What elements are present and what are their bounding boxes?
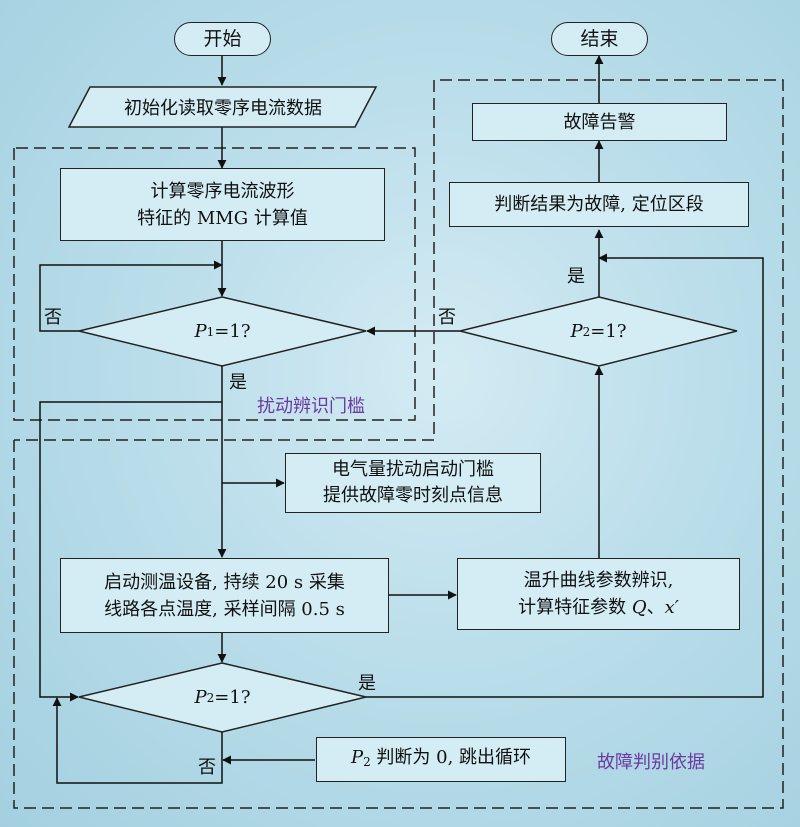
p2-top-yes-label: 是 — [567, 266, 585, 287]
fault-alarm-box: 故障告警 — [472, 103, 727, 141]
curve-identify-box: 温升曲线参数辨识, 计算特征参数 Q、x′ — [457, 558, 740, 630]
p2-bottom-no-label: 否 — [198, 757, 216, 778]
start-label: 开始 — [203, 27, 242, 50]
temp-measure-line2: 线路各点温度, 采样间隔 0.5 s — [104, 598, 345, 620]
disturbance-group-label: 扰动辨识门槛 — [257, 396, 365, 417]
p1-yes-label: 是 — [229, 372, 247, 393]
compute-mmg-line1: 计算零序电流波形 — [150, 180, 295, 202]
judge-fault-label: 判断结果为故障, 定位区段 — [494, 194, 704, 215]
p2-bottom-yes-label: 是 — [358, 673, 376, 694]
temp-measure-box: 启动测温设备, 持续 20 s 采集 线路各点温度, 采样间隔 0.5 s — [60, 558, 389, 633]
trigger-line1: 电气量扰动启动门槛 — [332, 459, 494, 480]
trigger-box: 电气量扰动启动门槛 提供故障零时刻点信息 — [285, 453, 541, 513]
read-data-parallelogram — [68, 86, 378, 128]
trigger-line2: 提供故障零时刻点信息 — [323, 485, 503, 506]
decision-p2-top-diamond — [459, 296, 738, 367]
fault-alarm-label: 故障告警 — [563, 111, 636, 133]
judge-fault-box: 判断结果为故障, 定位区段 — [449, 182, 749, 227]
read-data-label: 初始化读取零序电流数据 — [124, 98, 322, 119]
end-terminal: 结束 — [551, 22, 648, 56]
compute-mmg-line2: 特征的 MMG 计算值 — [137, 207, 308, 229]
p1-no-label: 否 — [44, 307, 62, 328]
curve-identify-line1: 温升曲线参数辨识, — [523, 570, 674, 591]
start-terminal: 开始 — [174, 22, 271, 56]
fault-group-border — [13, 79, 784, 809]
end-label: 结束 — [580, 27, 619, 50]
fault-group-label: 故障判别依据 — [597, 752, 705, 773]
disturbance-group-border — [13, 147, 416, 421]
p2-top-no-label: 否 — [438, 307, 456, 328]
temp-measure-line1: 启动测温设备, 持续 20 s 采集 — [104, 571, 345, 593]
curve-identify-line2: 计算特征参数 Q、x′ — [518, 597, 679, 618]
compute-mmg-box: 计算零序电流波形 特征的 MMG 计算值 — [60, 168, 385, 241]
p2-zero-box: P2 判断为 0, 跳出循环 — [316, 737, 566, 782]
p2-zero-label: P2 判断为 0, 跳出循环 — [350, 746, 532, 769]
